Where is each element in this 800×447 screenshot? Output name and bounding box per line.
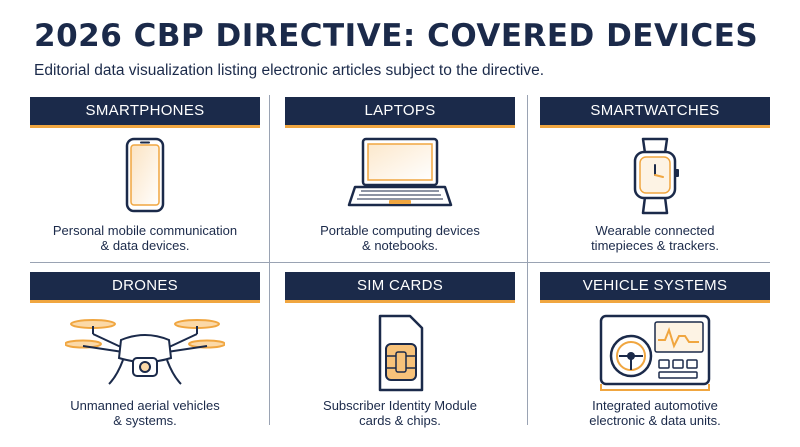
card-description: Portable computing devices & notebooks.: [320, 223, 480, 253]
card-banner: VEHICLE SYSTEMS: [540, 272, 770, 303]
horizontal-divider: [30, 262, 770, 263]
card-description: Subscriber Identity Module cards & chips…: [323, 398, 477, 428]
drone-icon: [65, 319, 225, 385]
laptop-icon: [347, 137, 453, 207]
smartphone-icon: [125, 137, 165, 213]
page-subtitle: Editorial data visualization listing ele…: [34, 62, 545, 79]
card-laptops: LAPTOPS Portable computing devices & not…: [285, 97, 515, 269]
card-smartphones: SMARTPHONES Personal mobile communicatio…: [30, 97, 260, 269]
card-description: Integrated automotive electronic & data …: [589, 398, 721, 428]
vertical-divider: [527, 95, 528, 425]
card-description: Personal mobile communication & data dev…: [52, 223, 238, 253]
sim-card-icon: [378, 314, 424, 392]
card-banner: SMARTPHONES: [30, 97, 260, 128]
card-drones: DRONES Unmanned aerial vehic: [30, 272, 260, 444]
vertical-divider: [269, 95, 270, 425]
card-banner: SMARTWATCHES: [540, 97, 770, 128]
card-smartwatches: SMARTWATCHES Wearable connected timepiec…: [540, 97, 770, 269]
card-vehicle-systems: VEHICLE SYSTEMS Integrated automotive el…: [540, 272, 770, 444]
page-title: 2026 CBP DIRECTIVE: COVERED DEVICES: [34, 18, 759, 54]
smartwatch-icon: [633, 137, 679, 215]
card-sim-cards: SIM CARDS Subscriber Identity Module car…: [285, 272, 515, 444]
vehicle-dashboard-icon: [599, 314, 711, 391]
card-description: Wearable connected timepieces & trackers…: [591, 223, 719, 253]
card-banner: LAPTOPS: [285, 97, 515, 128]
card-description: Unmanned aerial vehicles & systems.: [70, 398, 220, 428]
card-banner: DRONES: [30, 272, 260, 303]
card-banner: SIM CARDS: [285, 272, 515, 303]
